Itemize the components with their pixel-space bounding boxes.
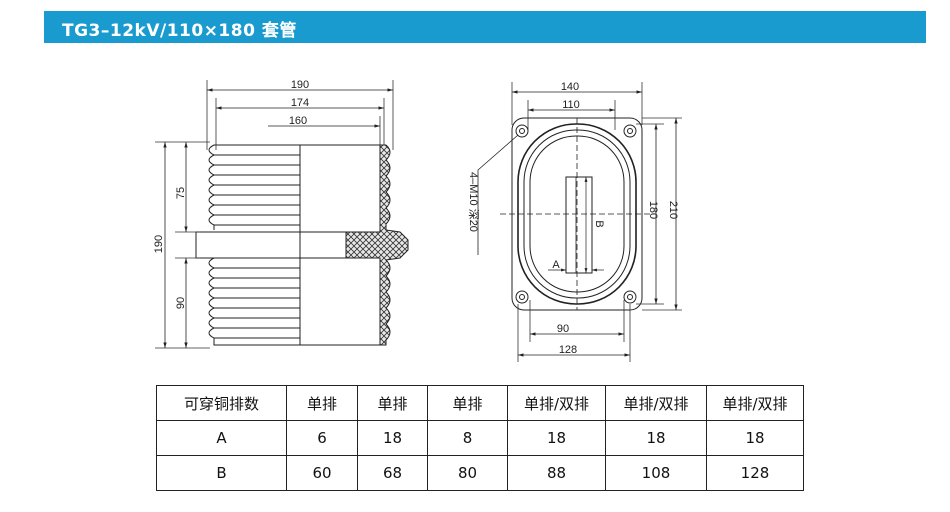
top-view: 140 110 B A 180 — [467, 81, 682, 362]
dim-210: 210 — [667, 201, 679, 219]
dim-128: 128 — [559, 344, 577, 356]
table-cell: 18 — [605, 420, 707, 456]
table-cell: 8 — [427, 420, 508, 456]
side-view: 190 174 160 — [153, 79, 409, 349]
table-cell: 128 — [706, 455, 804, 491]
table-cell: 68 — [357, 455, 428, 491]
dim-75: 75 — [175, 187, 187, 199]
table-header-cell: 单排 — [427, 385, 508, 421]
dim-174: 174 — [291, 97, 309, 109]
table-header-cell: 单排/双排 — [605, 385, 707, 421]
bolt-note: 4–M10 深20 — [467, 172, 480, 232]
table-header-cell: 单排 — [357, 385, 428, 421]
table-header-cell: 单排 — [286, 385, 358, 421]
table-header-cell: 单排/双排 — [706, 385, 804, 421]
technical-drawing: 190 174 160 — [153, 79, 682, 362]
table-header-cell: 可穿铜排数 — [156, 385, 287, 421]
spec-table: 可穿铜排数 单排 单排 单排 单排/双排 单排/双排 单排/双排 A 6 18 … — [156, 385, 804, 491]
page-title: TG3–12kV/110×180 套管 — [62, 21, 297, 41]
dim-110: 110 — [562, 99, 580, 111]
dim-90: 90 — [175, 297, 187, 309]
label-b: B — [593, 220, 605, 227]
table-cell: B — [156, 455, 287, 491]
table-cell: 6 — [286, 420, 358, 456]
table-cell: 60 — [286, 455, 358, 491]
table-cell: 80 — [427, 455, 508, 491]
table-header-row: 可穿铜排数 单排 单排 单排 单排/双排 单排/双排 单排/双排 — [156, 385, 804, 421]
table-cell: 18 — [357, 420, 428, 456]
table-row: A 6 18 8 18 18 18 — [156, 420, 804, 456]
dim-140: 140 — [561, 81, 579, 93]
table-cell: 18 — [706, 420, 804, 456]
table-cell: 88 — [507, 455, 606, 491]
table-row: B 60 68 80 88 108 128 — [156, 455, 804, 491]
label-a: A — [552, 259, 560, 271]
dim-180: 180 — [647, 201, 659, 219]
dim-190-left: 190 — [153, 235, 165, 253]
table-header-cell: 单排/双排 — [507, 385, 606, 421]
dim-90-bottom: 90 — [557, 323, 569, 335]
table-cell: A — [156, 420, 287, 456]
table-cell: 18 — [507, 420, 606, 456]
dim-190-top: 190 — [291, 79, 309, 91]
table-cell: 108 — [605, 455, 707, 491]
title-bar: TG3–12kV/110×180 套管 — [44, 11, 926, 43]
dim-160: 160 — [289, 115, 307, 127]
